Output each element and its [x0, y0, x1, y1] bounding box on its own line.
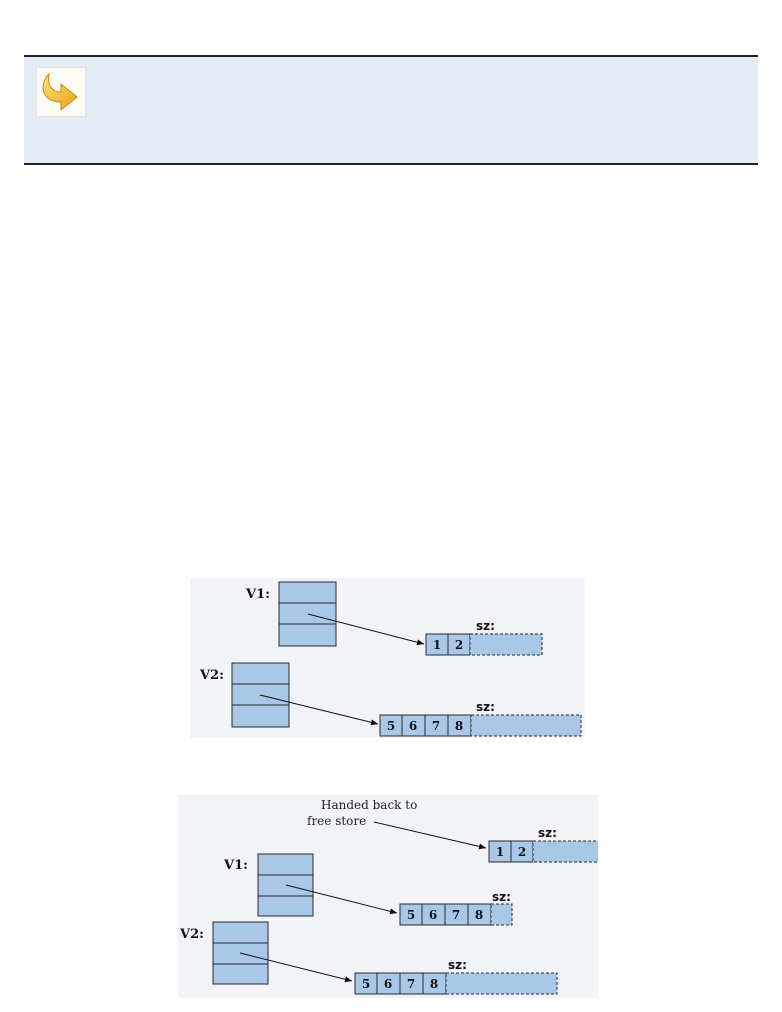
after-v1-label: V1:: [223, 858, 248, 873]
freed-annotation-arrow: [373, 821, 487, 850]
freed-annotation-line-1: Handed back to: [321, 798, 417, 812]
vector-diagram-after-svg: Handed back to free store sz: 1 2 V1: sz…: [179, 798, 598, 995]
curved-arrow-icon: [42, 72, 78, 112]
freed-annotation-line-2: free store: [307, 814, 366, 828]
v1-cell-0: 1: [433, 638, 441, 652]
v2-element-array: [379, 714, 582, 737]
vector-diagram-before: V1: sz: 1 2 V2: sz: 5: [190, 578, 585, 738]
v1-cell-1: 2: [455, 638, 463, 652]
note-icon-frame: [36, 67, 86, 117]
after-v1-handle: [257, 853, 314, 917]
v2-handle: [231, 662, 290, 728]
v2-cell-3: 8: [455, 719, 463, 733]
after-v2-cell-1: 6: [384, 977, 392, 991]
vector-diagram-before-svg: V1: sz: 1 2 V2: sz: 5: [199, 581, 582, 737]
after-v2-cell-3: 8: [430, 977, 438, 991]
after-v1-element-array: [399, 903, 513, 926]
vector-diagram-after: Handed back to free store sz: 1 2 V1: sz…: [178, 795, 598, 998]
v2-pointer-arrow: [259, 694, 379, 726]
v1-element-array: [425, 633, 543, 656]
freed-cell-0: 1: [496, 845, 504, 859]
after-v1-cell-3: 8: [475, 908, 483, 922]
after-v1-pointer-arrow: [285, 884, 398, 915]
v2-cell-2: 7: [432, 719, 440, 733]
v2-cell-0: 5: [387, 719, 395, 733]
v1-sz-label: sz:: [476, 619, 495, 633]
v2-label: V2:: [199, 668, 224, 683]
v1-handle: [278, 581, 337, 647]
v1-label: V1:: [245, 587, 270, 602]
after-v1-cell-0: 5: [407, 908, 415, 922]
after-v2-element-array: [354, 972, 558, 995]
v2-sz-label: sz:: [476, 700, 495, 714]
after-v1-cell-1: 6: [429, 908, 437, 922]
freed-cell-1: 2: [518, 845, 526, 859]
v2-cell-1: 6: [409, 719, 417, 733]
v1-pointer-arrow: [307, 613, 425, 646]
after-v2-cell-2: 7: [407, 977, 415, 991]
freed-sz-label: sz:: [538, 826, 557, 840]
freed-element-array: [488, 840, 598, 863]
after-v2-label: V2:: [179, 927, 204, 942]
after-v1-sz-label: sz:: [492, 890, 511, 904]
note-box: [24, 55, 758, 165]
after-v1-cell-2: 7: [452, 908, 460, 922]
after-v2-pointer-arrow: [239, 952, 353, 983]
after-v2-sz-label: sz:: [448, 958, 467, 972]
after-v2-cell-0: 5: [362, 977, 370, 991]
